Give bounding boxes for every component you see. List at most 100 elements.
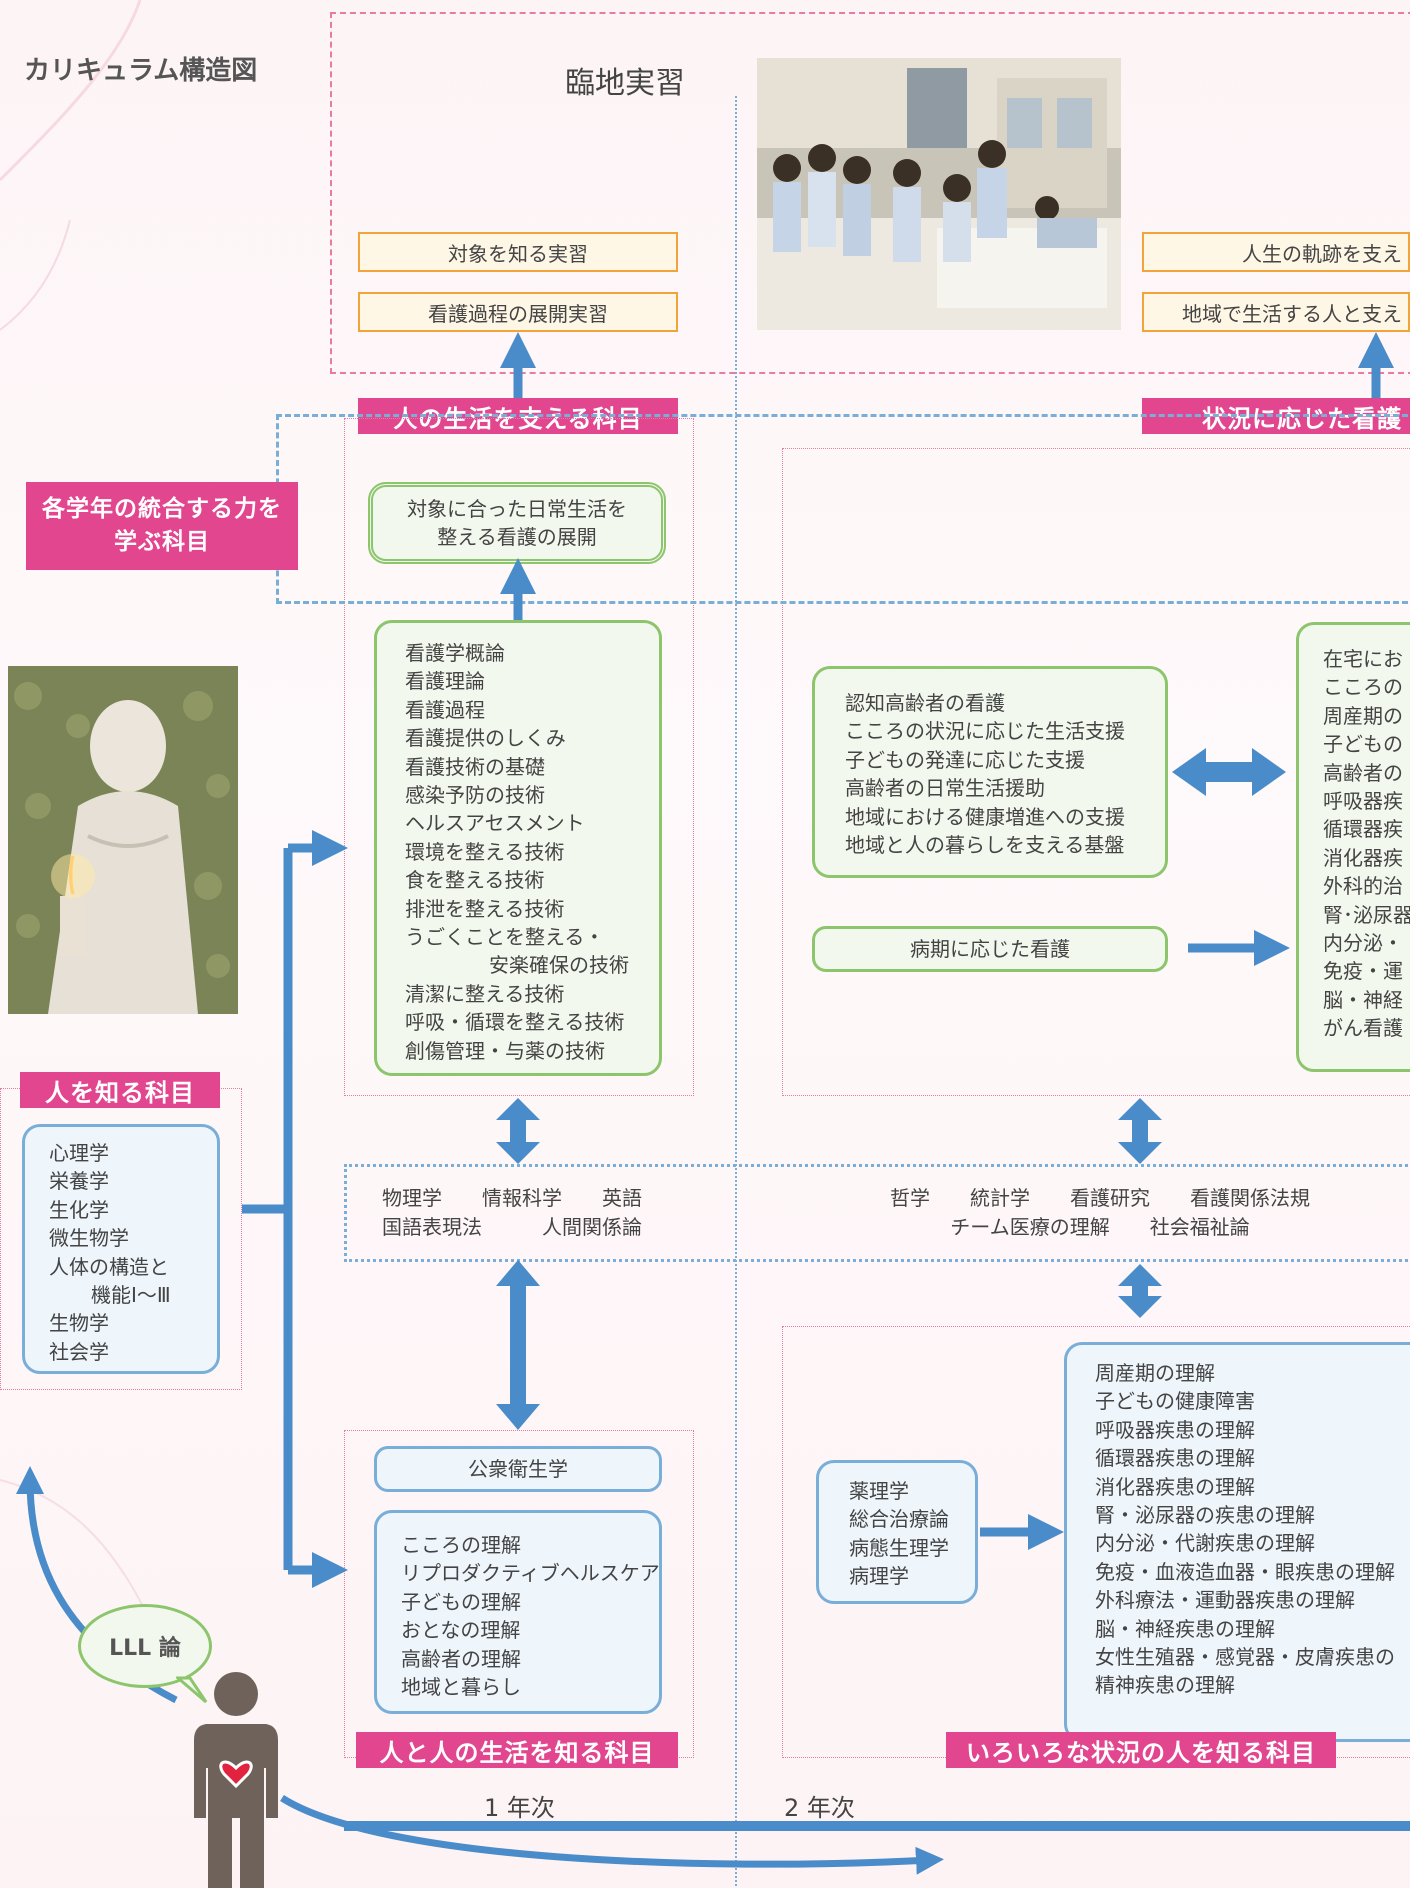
year2-situation-frame: [782, 448, 1410, 1096]
list-item: 安楽確保の技術: [489, 953, 629, 978]
list-item: 人体の構造と: [49, 1254, 169, 1279]
list-item: 周産期の理解: [1095, 1361, 1215, 1385]
integrate-line1: 対象に合った日常生活を: [407, 496, 627, 521]
pharma-list: 薬理学 総合治療論 病態生理学 病理学: [816, 1460, 978, 1604]
list-item: 微生物学: [49, 1226, 129, 1251]
list-item: 呼吸器疾: [1323, 789, 1403, 814]
list-item: 総合治療論: [849, 1507, 949, 1532]
diseases-list: 周産期の理解 子どもの健康障害 呼吸器疾患の理解 循環器疾患の理解 消化器疾患の…: [1064, 1342, 1410, 1742]
list-item: 周産期の: [1323, 703, 1403, 728]
list-item: こころの状況に応じた生活支援: [845, 719, 1125, 744]
list-item: おとなの理解: [401, 1618, 521, 1643]
year2-disease-nursing: 病期に応じた看護: [812, 926, 1168, 972]
label-integrate-line1: 各学年の統合する力を: [42, 496, 282, 522]
list-item: 認知高齢者の看護: [845, 691, 1005, 715]
list-item: 高齢者の理解: [401, 1646, 521, 1671]
year1-life-list: こころの理解 リプロダクティブヘルスケア 子どもの理解 おとなの理解 高齢者の理…: [374, 1510, 662, 1714]
list-item: 腎･泌尿器: [1323, 902, 1410, 927]
list-item: 社会学: [49, 1339, 109, 1364]
list-item: 病理学: [849, 1564, 909, 1589]
list-item: 創傷管理・与薬の技術: [405, 1038, 605, 1063]
year-1-label: 1 年次: [484, 1794, 555, 1822]
list-item: 排泄を整える技術: [405, 896, 565, 921]
public-health-box: 公衆衛生学: [374, 1446, 662, 1492]
list-item: 感染予防の技術: [405, 783, 545, 808]
list-item: 栄養学: [49, 1169, 109, 1194]
general-right-line2: チーム医療の理解 社会福祉論: [950, 1215, 1250, 1239]
list-item: 女性生殖器・感覚器・皮膚疾患の: [1095, 1645, 1395, 1670]
list-item: 心理学: [49, 1141, 109, 1165]
general-left-line1: 物理学 情報科学 英語: [382, 1186, 642, 1210]
list-item: 呼吸・循環を整える技術: [405, 1010, 625, 1035]
list-item: 病態生理学: [849, 1535, 949, 1560]
list-item: 看護提供のしくみ: [405, 726, 566, 751]
label-know-people: 人を知る科目: [20, 1072, 220, 1108]
list-item: 子どもの: [1323, 732, 1403, 757]
list-item: 清潔に整える技術: [405, 981, 565, 1006]
list-item: 地域と暮らし: [401, 1675, 521, 1700]
practicum-frame: [330, 12, 1410, 374]
year-divider: [735, 96, 737, 1886]
list-item: 地域における健康増進への支援: [845, 804, 1125, 829]
year2-right-list: 在宅にお こころの 周産期の 子どもの 高齢者の 呼吸器疾 循環器疾 消化器疾 …: [1296, 622, 1410, 1072]
list-item: 高齢者の日常生活援助: [845, 776, 1045, 801]
list-item: ヘルスアセスメント: [405, 811, 585, 836]
list-item: 呼吸器疾患の理解: [1095, 1417, 1255, 1442]
list-item: 機能Ⅰ〜Ⅲ: [91, 1283, 171, 1308]
list-item: 子どもの健康障害: [1095, 1389, 1255, 1414]
practicum-process: 看護過程の展開実習: [358, 292, 678, 332]
list-item: 腎・泌尿器の疾患の理解: [1095, 1503, 1315, 1528]
list-item: こころの: [1323, 675, 1403, 700]
list-item: 在宅にお: [1323, 647, 1403, 671]
list-item: 生化学: [49, 1197, 109, 1222]
list-item: 内分泌・代謝疾患の理解: [1095, 1531, 1315, 1556]
practicum-photo: [757, 58, 1121, 330]
list-item: 脳・神経: [1323, 987, 1403, 1012]
list-item: 免疫・血液造血器・眼疾患の理解: [1095, 1559, 1395, 1584]
integrate-line2: 整える看護の展開: [437, 525, 597, 549]
page-title: カリキュラム構造図: [24, 56, 258, 86]
list-item: リプロダクティブヘルスケア: [401, 1561, 660, 1586]
general-subjects-band: [344, 1164, 1410, 1262]
list-item: 看護過程: [405, 697, 485, 722]
list-item: 循環器疾患の理解: [1095, 1446, 1255, 1471]
list-item: 循環器疾: [1323, 817, 1403, 842]
list-item: 高齢者の: [1323, 760, 1403, 785]
list-item: うごくことを整える・: [405, 925, 605, 950]
bubble-tail-icon: [176, 1676, 208, 1704]
nightingale-statue-photo: [8, 666, 238, 1014]
year2-support-list: 認知高齢者の看護 こころの状況に応じた生活支援 子どもの発達に応じた支援 高齢者…: [812, 666, 1168, 878]
list-item: 外科的治: [1323, 874, 1403, 899]
year1-support-frame: [344, 418, 694, 1096]
list-item: 子どもの発達に応じた支援: [845, 747, 1085, 772]
practicum-community: 地域で生活する人と支え: [1142, 292, 1410, 332]
know-people-list: 心理学 栄養学 生化学 微生物学 人体の構造と 機能Ⅰ〜Ⅲ 生物学 社会学: [22, 1124, 220, 1374]
practicum-title: 臨地実習: [565, 66, 685, 101]
lll-speech-bubble: LLL 論: [78, 1604, 212, 1688]
person-icon: [194, 1672, 278, 1888]
list-item: 精神疾患の理解: [1095, 1673, 1235, 1698]
heart-icon: [219, 1760, 253, 1789]
list-item: 地域と人の暮らしを支える基盤: [845, 833, 1125, 858]
general-left-line2: 国語表現法 人間関係論: [382, 1215, 642, 1239]
list-item: 内分泌・: [1323, 931, 1403, 956]
general-right: 哲学 統計学 看護研究 看護関係法規 チーム医療の理解 社会福祉論: [780, 1184, 1410, 1242]
list-item: がん看護: [1323, 1016, 1403, 1041]
list-item: 免疫・運: [1323, 959, 1403, 984]
label-know-life: 人と人の生活を知る科目: [356, 1732, 678, 1768]
list-item: 子どもの理解: [401, 1589, 521, 1614]
list-item: 生物学: [49, 1311, 109, 1336]
list-item: 食を整える技術: [405, 868, 545, 893]
general-left: 物理学 情報科学 英語 国語表現法 人間関係論: [382, 1184, 642, 1242]
list-item: こころの理解: [401, 1533, 521, 1557]
list-item: 環境を整える技術: [405, 839, 565, 864]
list-item: 消化器疾: [1323, 845, 1403, 870]
integrate-box: 対象に合った日常生活を 整える看護の展開: [368, 482, 666, 564]
practicum-life-trajectory: 人生の軌跡を支え: [1142, 232, 1410, 272]
list-item: 脳・神経疾患の理解: [1095, 1616, 1275, 1641]
label-integrate-line2: 学ぶ科目: [114, 529, 210, 555]
list-item: 看護技術の基礎: [405, 754, 545, 779]
year1-nursing-list: 看護学概論 看護理論 看護過程 看護提供のしくみ 看護技術の基礎 感染予防の技術…: [374, 620, 662, 1076]
practicum-know-subject: 対象を知る実習: [358, 232, 678, 272]
list-item: 薬理学: [849, 1479, 909, 1503]
